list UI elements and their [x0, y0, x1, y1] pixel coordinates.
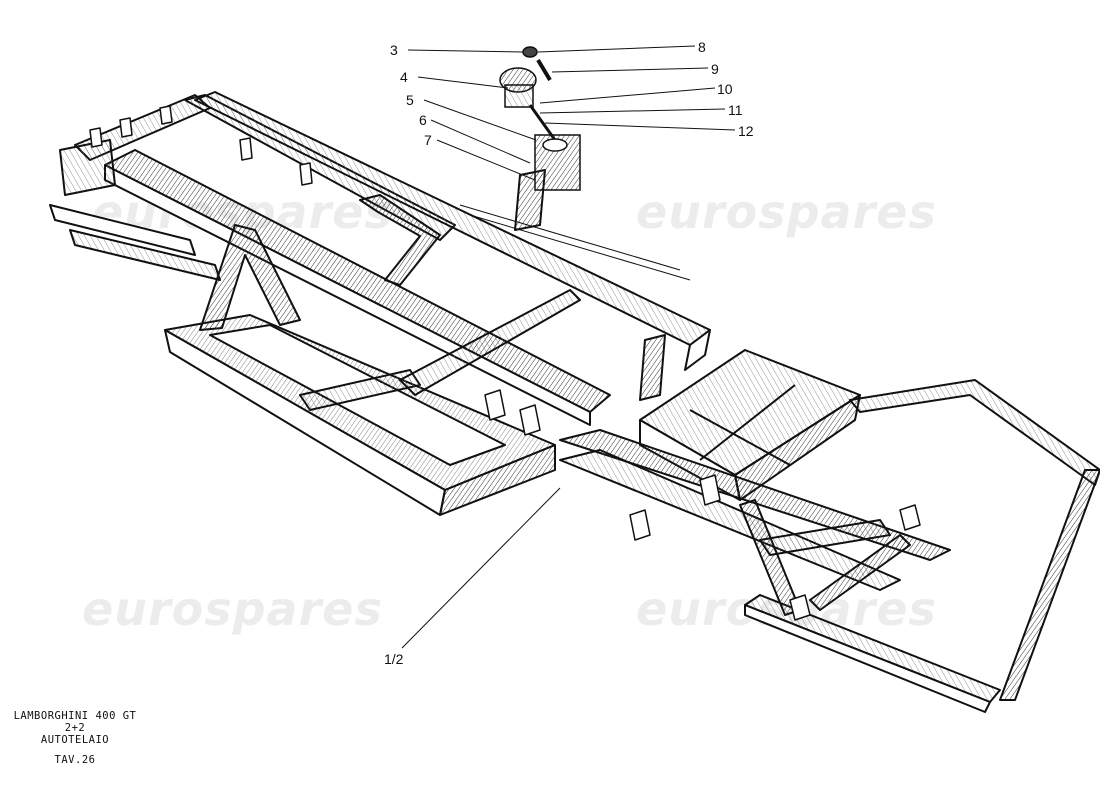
watermark-text: eurospares [82, 582, 383, 636]
callout-labels: 3 4 5 6 7 8 9 10 11 12 1/2 [384, 39, 754, 667]
callout-10: 10 [717, 81, 733, 97]
frame-tube [69, 229, 221, 281]
callout-9: 9 [711, 61, 719, 77]
engine-mount-assembly [459, 46, 691, 281]
frame-tube [439, 444, 556, 516]
frame-tube [744, 604, 991, 713]
nut-part [522, 46, 538, 58]
frame-tube [999, 469, 1100, 701]
callout-4: 4 [400, 69, 408, 85]
chassis-frame [49, 91, 1100, 713]
callout-3: 3 [390, 42, 398, 58]
callout-12: 12 [738, 123, 754, 139]
frame-tube [639, 334, 666, 401]
frame-tube [759, 519, 891, 556]
frame-tube [809, 534, 911, 611]
callout-11: 11 [728, 102, 743, 118]
watermark-text: eurospares [636, 185, 937, 239]
callout-5: 5 [406, 92, 414, 108]
frame-tube [684, 329, 711, 371]
caption-plate: TAV.26 [54, 754, 96, 766]
frame-tube [49, 204, 196, 256]
caption-model: LAMBORGHINI 400 GT 2+2 [13, 710, 137, 734]
callout-1-2: 1/2 [384, 651, 404, 667]
frame-tube [199, 224, 301, 331]
frame-tube [849, 379, 1100, 486]
leader-lines [401, 45, 736, 649]
frame-tube [399, 289, 581, 396]
frame-tube [359, 194, 441, 286]
callout-8: 8 [698, 39, 706, 55]
callout-6: 6 [419, 112, 427, 128]
caption-section: AUTOTELAIO [40, 734, 110, 746]
callout-7: 7 [424, 132, 432, 148]
frame-tube [59, 139, 116, 196]
